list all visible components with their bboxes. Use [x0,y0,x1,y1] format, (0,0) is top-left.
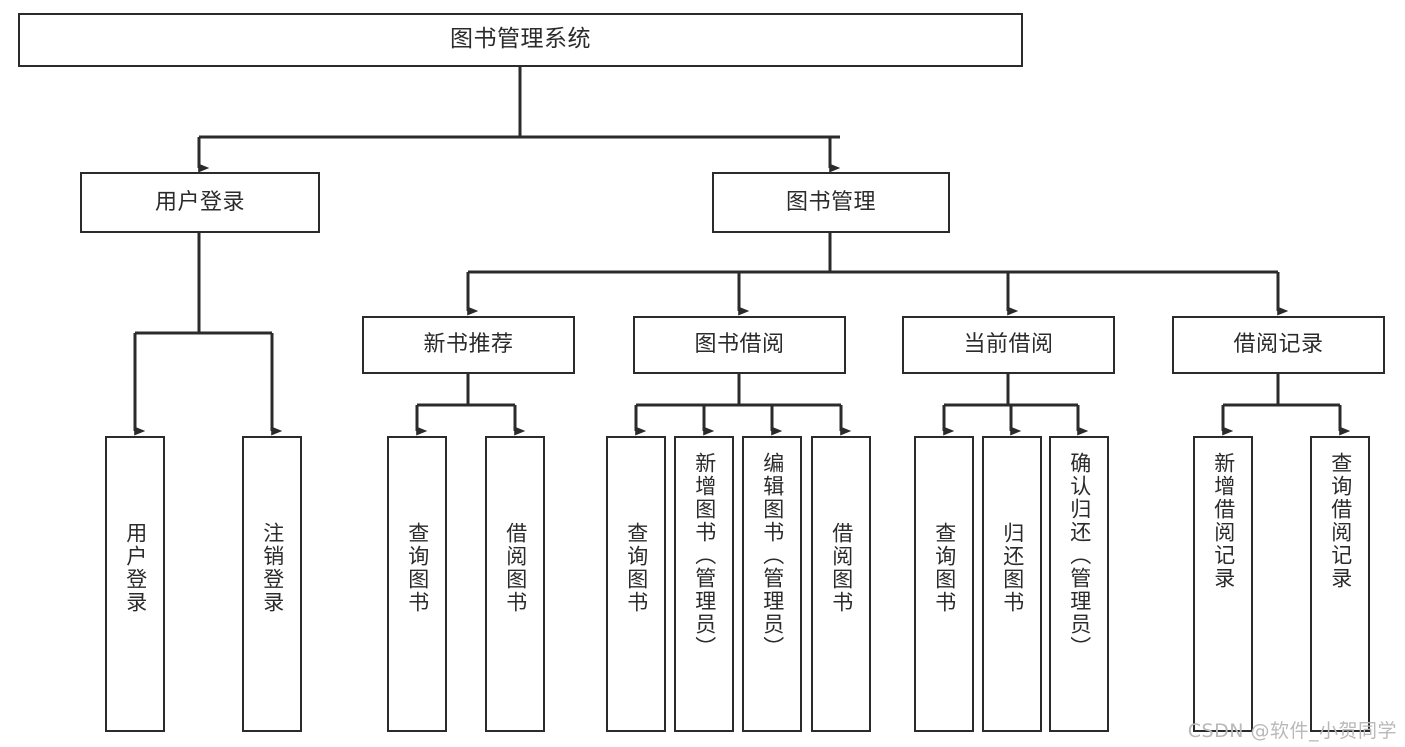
node-leaf-query-book-2[interactable]: 查询图书 [606,436,666,732]
node-borrow-record-label: 借阅记录 [1233,332,1324,358]
node-leaf-return-book[interactable]: 归还图书 [982,436,1042,732]
node-root-system[interactable]: 图书管理系统 [18,13,1023,67]
node-book-manage[interactable]: 图书管理 [712,172,950,233]
node-leaf-query-book-1-label: 查询图书 [405,522,430,614]
node-new-book-recommend-label: 新书推荐 [423,332,514,358]
node-leaf-edit-book-label: 编辑图书（管理员） [760,452,785,659]
node-book-borrow-label: 图书借阅 [694,332,785,358]
node-leaf-add-book-label: 新增图书（管理员） [692,452,717,659]
node-book-manage-label: 图书管理 [785,189,876,215]
node-leaf-user-login[interactable]: 用户登录 [105,436,165,732]
node-book-borrow[interactable]: 图书借阅 [633,316,846,374]
node-leaf-borrow-book-1-label: 借阅图书 [503,522,528,614]
node-leaf-confirm-return[interactable]: 确认归还（管理员） [1049,436,1109,732]
node-leaf-user-login-label: 用户登录 [123,522,148,614]
node-user-login[interactable]: 用户登录 [80,172,320,233]
node-new-book-recommend[interactable]: 新书推荐 [362,316,575,374]
node-leaf-borrow-book-2-label: 借阅图书 [829,522,854,614]
node-leaf-user-logout[interactable]: 注销登录 [242,436,302,732]
node-leaf-borrow-book-2[interactable]: 借阅图书 [811,436,871,732]
node-leaf-query-book-3[interactable]: 查询图书 [914,436,974,732]
node-current-borrow-label: 当前借阅 [963,332,1054,358]
node-current-borrow[interactable]: 当前借阅 [902,316,1115,374]
node-root-label: 图书管理系统 [450,26,591,53]
node-leaf-query-book-1[interactable]: 查询图书 [387,436,447,732]
node-leaf-edit-book[interactable]: 编辑图书（管理员） [742,436,802,732]
node-leaf-query-book-2-label: 查询图书 [624,522,649,614]
node-leaf-query-record[interactable]: 查询借阅记录 [1310,436,1370,732]
node-leaf-add-book[interactable]: 新增图书（管理员） [674,436,734,732]
node-leaf-return-book-label: 归还图书 [1000,522,1025,614]
node-leaf-query-book-3-label: 查询图书 [932,522,957,614]
csdn-watermark: CSDN @软件_小贺同学 [1187,720,1397,742]
node-leaf-user-logout-label: 注销登录 [260,522,285,614]
node-leaf-borrow-book-1[interactable]: 借阅图书 [485,436,545,732]
node-leaf-add-record-label: 新增借阅记录 [1211,452,1236,590]
node-leaf-confirm-return-label: 确认归还（管理员） [1067,452,1092,659]
node-leaf-query-record-label: 查询借阅记录 [1328,452,1353,590]
node-leaf-add-record[interactable]: 新增借阅记录 [1193,436,1253,732]
node-user-login-label: 用户登录 [154,189,245,215]
node-borrow-record[interactable]: 借阅记录 [1172,316,1385,374]
